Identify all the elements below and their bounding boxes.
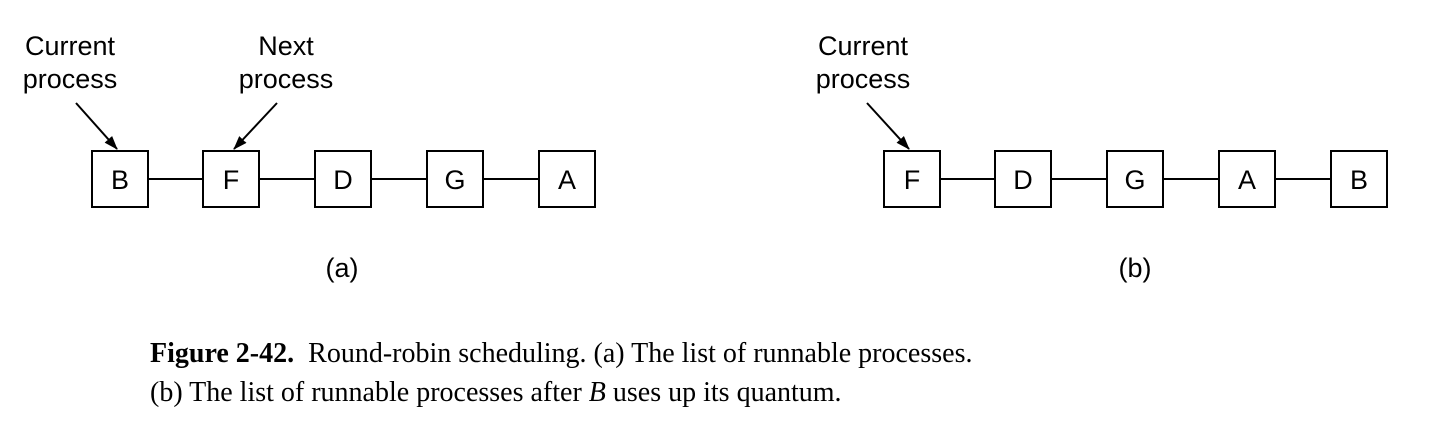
process-node-b-1: F	[883, 150, 941, 208]
process-node-b-3: G	[1106, 150, 1164, 208]
process-label: A	[558, 165, 576, 195]
current-process-pointer-b: Current process	[816, 31, 911, 150]
caption-line2-after: uses up its quantum.	[605, 377, 842, 408]
process-node-b-2: D	[994, 150, 1052, 208]
process-label: D	[1013, 165, 1033, 195]
pointer-label-line2: process	[816, 64, 911, 94]
caption-line-2: (b) The list of runnable processes after…	[150, 373, 1350, 412]
process-label: G	[1124, 165, 1145, 195]
pointer-label-line1: Next	[258, 31, 314, 61]
process-node-a-5: A	[538, 150, 596, 208]
pointer-label-line2: process	[239, 64, 334, 94]
caption-line2-italic: B	[588, 377, 606, 408]
process-node-a-4: G	[426, 150, 484, 208]
process-label: F	[223, 165, 240, 195]
process-node-b-5: B	[1330, 150, 1388, 208]
diagram-b: F D G A B Current process	[816, 31, 1388, 283]
process-node-a-2: F	[202, 150, 260, 208]
process-label: F	[904, 165, 921, 195]
pointer-arrow	[75, 102, 118, 150]
pointer-arrow	[233, 102, 278, 150]
figure-label: Figure 2-42.	[150, 338, 295, 369]
caption-line-1: Figure 2-42. Round-robin scheduling. (a)…	[150, 334, 1350, 373]
pointer-arrow	[866, 102, 910, 150]
process-node-a-3: D	[314, 150, 372, 208]
current-process-pointer-a: Current process	[23, 31, 118, 150]
process-label: D	[333, 165, 353, 195]
subfigure-label-a: (a)	[326, 253, 359, 283]
process-label: G	[444, 165, 465, 195]
process-label: B	[1350, 165, 1368, 195]
pointer-label-line1: Current	[818, 31, 909, 61]
process-node-a-1: B	[91, 150, 149, 208]
caption-line2-before: (b) The list of runnable processes after	[150, 377, 589, 408]
pointer-label-line1: Current	[25, 31, 116, 61]
subfigure-label-b: (b)	[1119, 253, 1152, 283]
caption-line1-text: Round-robin scheduling. (a) The list of …	[308, 338, 973, 369]
figure-caption: Figure 2-42. Round-robin scheduling. (a)…	[150, 334, 1350, 412]
process-label: A	[1238, 165, 1256, 195]
process-node-b-4: A	[1218, 150, 1276, 208]
pointer-label-line2: process	[23, 64, 118, 94]
next-process-pointer-a: Next process	[233, 31, 334, 150]
diagram-a: B F D G A Current process	[23, 31, 596, 283]
process-label: B	[111, 165, 129, 195]
